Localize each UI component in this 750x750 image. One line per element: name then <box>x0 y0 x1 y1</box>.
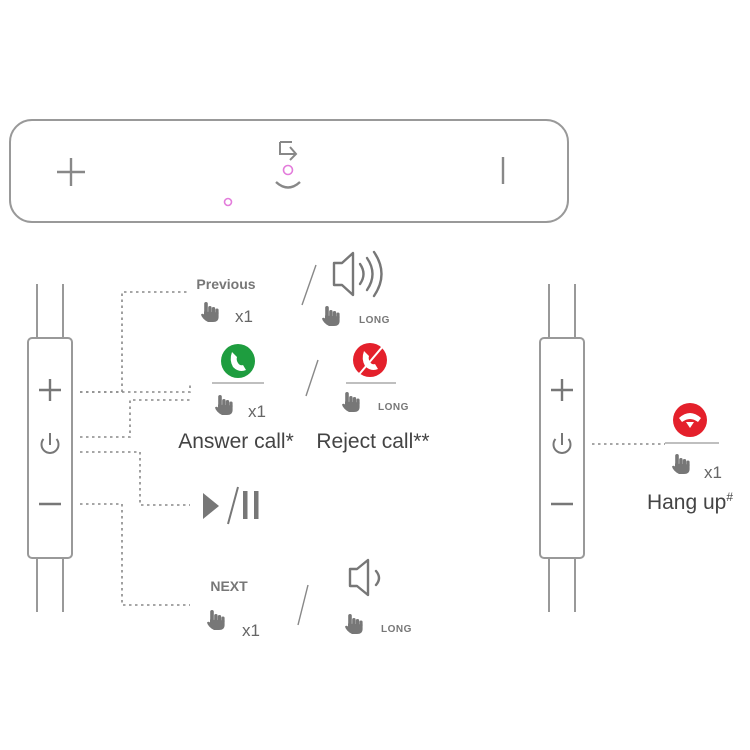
remote-top-view <box>9 119 569 223</box>
volume-up-action: LONG <box>322 250 390 326</box>
long-press-label: LONG <box>378 402 409 413</box>
play-pause-icon <box>203 486 259 525</box>
volume-down-action: LONG <box>345 558 412 635</box>
hold-hand-icon <box>342 392 360 412</box>
reject-call-action: LONG Reject call** <box>316 343 430 453</box>
tap-count: x1 <box>704 463 722 482</box>
answer-phone-icon <box>221 344 255 378</box>
answer-call-action: x1 Answer call* <box>178 344 294 453</box>
speaker-quiet-icon <box>348 558 381 597</box>
remote-side-view-left <box>27 284 73 612</box>
hang-up-label: Hang up <box>647 491 726 514</box>
tap-hand-icon <box>207 610 225 630</box>
previous-label: Previous <box>196 276 255 292</box>
remote-side-view-right <box>539 284 585 612</box>
separator <box>305 359 319 397</box>
connector-lines-left <box>80 291 191 606</box>
long-press-label: LONG <box>359 315 390 326</box>
tap-count: x1 <box>242 621 260 640</box>
speaker-loud-icon <box>332 250 383 298</box>
plus-button[interactable] <box>551 379 573 401</box>
hang-up-action: x1 Hang up# <box>647 403 733 514</box>
reject-call-label: Reject call** <box>316 430 429 453</box>
power-button[interactable] <box>40 433 60 454</box>
hang-up-footnote-mark: # <box>726 490 733 504</box>
separator <box>301 264 317 306</box>
next-action: NEXT x1 <box>207 578 260 640</box>
long-press-label: LONG <box>381 624 412 635</box>
tap-hand-icon <box>215 395 233 415</box>
previous-action: Previous x1 <box>196 276 255 326</box>
call-switch-icon <box>275 141 301 189</box>
hold-hand-icon <box>322 306 340 326</box>
answer-call-label: Answer call* <box>178 430 294 453</box>
indicator-light <box>282 164 294 176</box>
power-button[interactable] <box>552 433 572 454</box>
volume-up-button-top[interactable] <box>57 158 85 186</box>
svg-text:Hang up#: Hang up# <box>647 490 733 514</box>
plus-button[interactable] <box>39 379 61 401</box>
tap-count: x1 <box>235 307 253 326</box>
separator <box>297 584 309 626</box>
remote-body-outline <box>9 119 569 223</box>
hold-hand-icon <box>345 614 363 634</box>
hang-up-phone-icon <box>673 403 707 437</box>
next-label: NEXT <box>210 578 248 594</box>
microphone-indicator <box>223 197 233 207</box>
tap-count: x1 <box>248 402 266 421</box>
tap-hand-icon <box>201 302 219 322</box>
tap-hand-icon <box>672 454 690 474</box>
